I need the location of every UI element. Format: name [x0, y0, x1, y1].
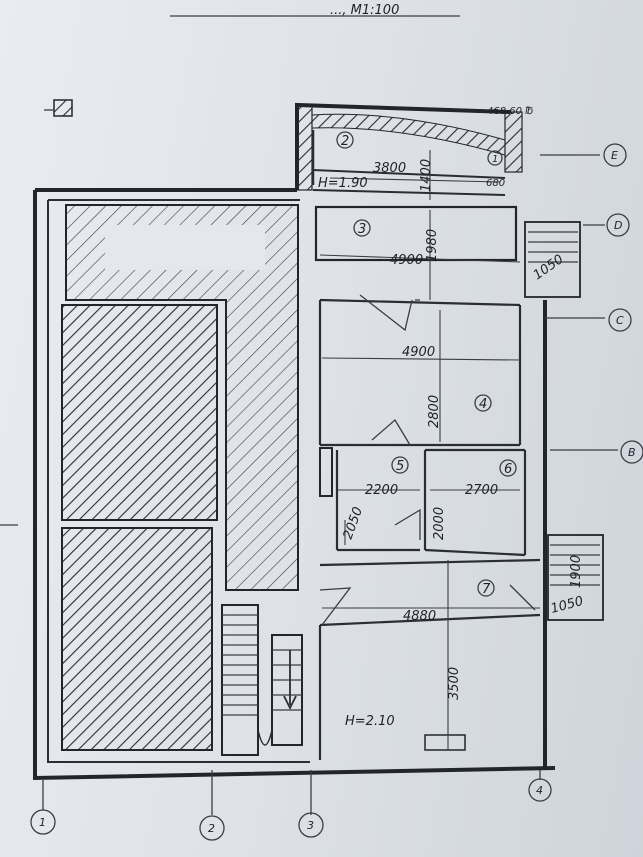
dim-1400: 1400 [419, 159, 434, 192]
dim-1050-lower: 1050 [549, 594, 585, 617]
axis-bubble-4 [528, 778, 552, 802]
dim-4900-lower: 4900 [402, 345, 435, 360]
axis-bubble-1 [30, 809, 56, 835]
dim-4880: 4880 [403, 609, 436, 624]
room-bubbles [336, 131, 517, 597]
axis-label-d: D [614, 219, 622, 232]
axis-label-c: C [616, 314, 624, 327]
stair-right-upper [524, 221, 581, 298]
axis-label-1: 1 [39, 816, 46, 829]
vault-hatch [311, 113, 506, 156]
wall-hatch-top-right [504, 111, 523, 173]
axis-bubble-c [608, 308, 632, 332]
stair-lower-left [221, 604, 303, 756]
dimension-lines [319, 150, 540, 750]
top-note: 4€8 60 ℔ [487, 106, 533, 117]
dim-2050: 2050 [341, 505, 366, 541]
room-number-5: 5 [396, 459, 404, 474]
stair-right-lower [547, 534, 604, 621]
axis-bubble-b [620, 440, 643, 464]
wall-hatch-top-left [296, 104, 313, 191]
axis-label-3: 3 [307, 819, 314, 832]
dim-4900-upper: 4900 [390, 253, 423, 268]
room-number-7: 7 [482, 582, 491, 597]
axis-bubble-d [606, 213, 630, 237]
legend-hatch-symbol [44, 99, 73, 117]
axis-label-2: 2 [208, 822, 215, 835]
axis-bubble-e [603, 143, 627, 167]
room-number-1: 1 [492, 154, 498, 165]
room-walls [311, 130, 541, 760]
scale-text: ..., M1:100 [330, 3, 399, 18]
door-bottom [424, 734, 466, 751]
room-number-6: 6 [504, 462, 512, 477]
height-upper: H=1.90 [318, 176, 368, 191]
axis-bubble-2 [199, 815, 225, 841]
dim-3500: 3500 [447, 667, 462, 700]
dim-1980: 1980 [425, 229, 440, 262]
dim-3800: 3800 [373, 161, 406, 176]
axis-label-4: 4 [536, 784, 543, 797]
dim-2200: 2200 [365, 483, 398, 498]
axis-markers [30, 143, 643, 841]
dim-2000: 2000 [432, 507, 447, 540]
axis-label-e: E [611, 149, 618, 162]
inner-frame [47, 199, 310, 763]
room-number-3: 3 [358, 222, 366, 237]
room-number-4: 4 [479, 397, 487, 412]
dim-1050-upper: 1050 [531, 252, 567, 283]
dim-2700: 2700 [465, 483, 498, 498]
dim-680: 680 [486, 178, 505, 189]
axis-lines [0, 154, 618, 815]
axis-bubble-3 [298, 812, 324, 838]
outer-walls [33, 102, 556, 781]
height-lower: H=2.10 [345, 714, 395, 729]
dim-1900: 1900 [569, 555, 584, 588]
hatched-blocks [61, 204, 299, 751]
axis-label-b: B [628, 446, 636, 459]
dim-2800: 2800 [427, 395, 442, 428]
room-number-2: 2 [341, 134, 349, 149]
